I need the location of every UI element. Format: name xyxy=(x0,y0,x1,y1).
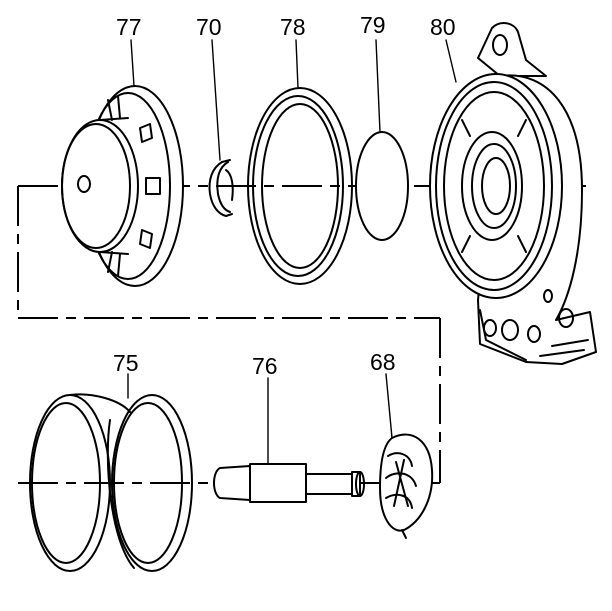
part-68-spring-retainer-icon xyxy=(379,433,434,539)
part-75-seal-rings-icon xyxy=(29,393,193,572)
part-77-cover-icon xyxy=(61,85,184,287)
leader-lines xyxy=(127,39,457,465)
callout-76: 76 xyxy=(252,353,278,379)
part-76-pin-icon xyxy=(213,463,365,503)
part-80-housing-icon xyxy=(429,22,597,365)
callout-78: 78 xyxy=(280,14,306,40)
callout-80: 80 xyxy=(430,14,456,40)
callout-79: 79 xyxy=(360,12,386,38)
callout-75: 75 xyxy=(113,350,139,376)
part-79-seal-disc-icon xyxy=(355,131,409,241)
part-70-snap-ring-icon xyxy=(208,159,234,217)
callout-77: 77 xyxy=(116,14,142,40)
callout-68: 68 xyxy=(370,349,396,375)
callout-70: 70 xyxy=(196,14,222,40)
part-78-o-ring-icon xyxy=(247,87,353,285)
callout-labels: 77 70 78 79 80 75 76 68 xyxy=(113,12,456,379)
